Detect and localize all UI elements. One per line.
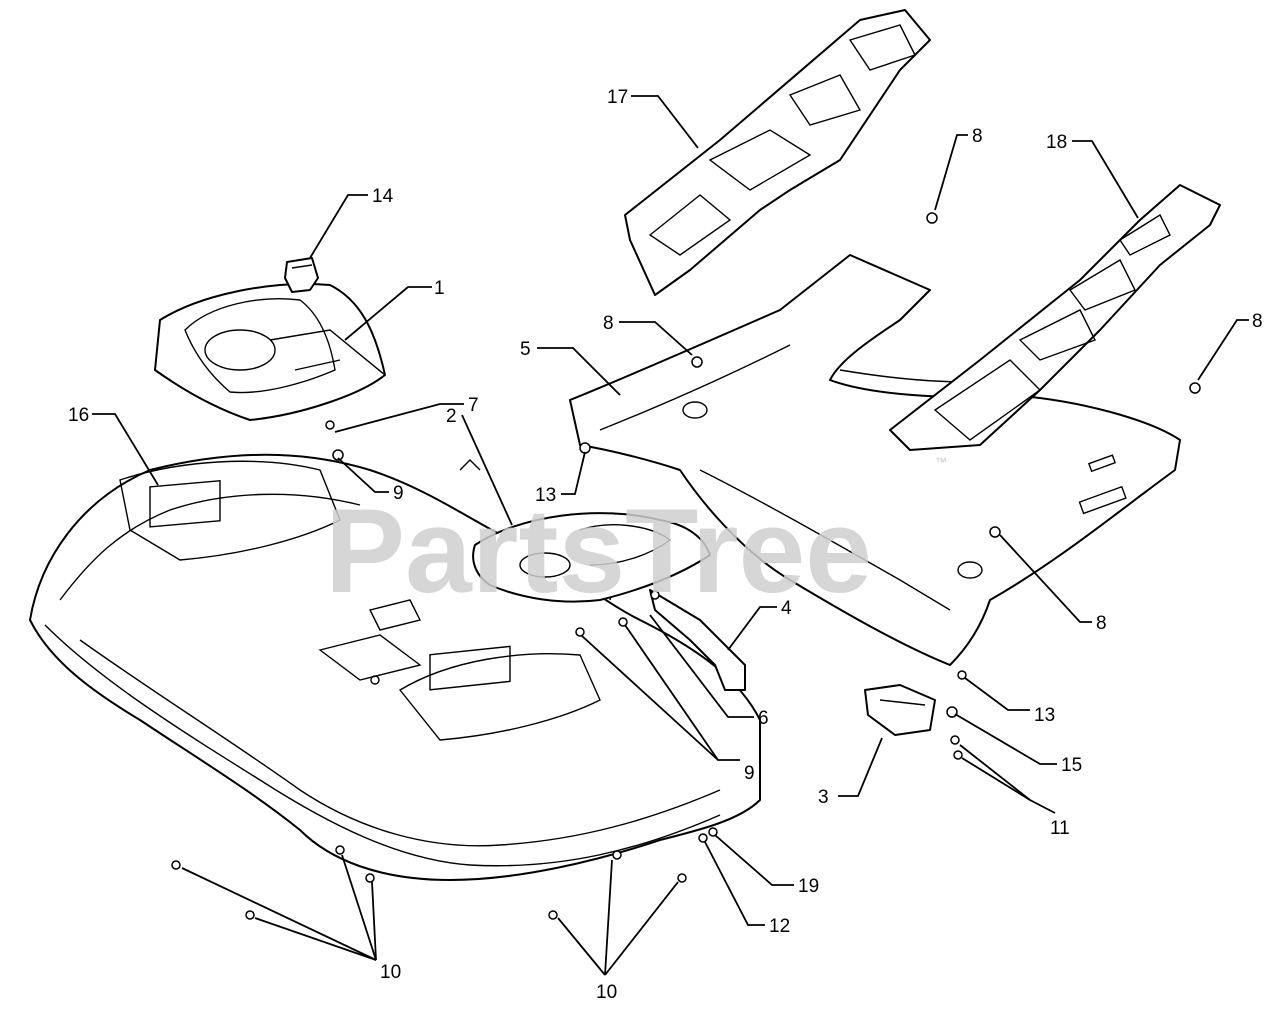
callout-labels: 1 2 3 4 5 6 7 8 8 8 8 9 9 10 10 11 12 13… <box>68 87 1263 1003</box>
callout-3: 3 <box>818 787 829 808</box>
callout-8-top: 8 <box>972 126 983 147</box>
hardware <box>171 212 1201 920</box>
part-3-bracket <box>864 684 936 736</box>
callout-10-right: 10 <box>596 982 617 1003</box>
callout-4: 4 <box>781 598 792 619</box>
callout-13-frame: 13 <box>535 485 556 506</box>
part-2-dash-panel <box>472 512 711 603</box>
part-5-frame-cover <box>569 254 1181 666</box>
callout-14: 14 <box>372 186 394 207</box>
part-1-console-cover <box>154 283 386 421</box>
callout-10-left: 10 <box>380 962 401 983</box>
callout-6: 6 <box>758 708 769 729</box>
watermark: PartsTree <box>325 484 872 618</box>
callout-16: 16 <box>68 405 89 426</box>
callout-7: 7 <box>468 395 479 416</box>
callout-19: 19 <box>798 876 819 897</box>
callout-5: 5 <box>520 339 531 360</box>
callout-1: 1 <box>434 278 445 299</box>
callout-8-lower: 8 <box>1096 613 1107 634</box>
part-14-switch <box>284 257 319 293</box>
callout-12: 12 <box>769 916 790 937</box>
callout-17: 17 <box>607 87 628 108</box>
callout-9-lower: 9 <box>744 763 755 784</box>
callout-9-upper: 9 <box>393 483 404 504</box>
callout-11: 11 <box>1050 818 1070 839</box>
part-17-foot-pad <box>624 9 931 296</box>
leader-lines <box>92 95 1249 976</box>
callout-8-right: 8 <box>1252 311 1263 332</box>
part-18-foot-pad <box>889 184 1221 451</box>
part-4-bracket <box>649 589 746 691</box>
callout-13-lower: 13 <box>1034 705 1055 726</box>
callout-18: 18 <box>1046 132 1067 153</box>
callout-15: 15 <box>1061 755 1082 776</box>
watermark-tm: ™ <box>935 455 947 469</box>
callout-8-frame: 8 <box>603 313 614 334</box>
callout-2: 2 <box>446 406 457 427</box>
